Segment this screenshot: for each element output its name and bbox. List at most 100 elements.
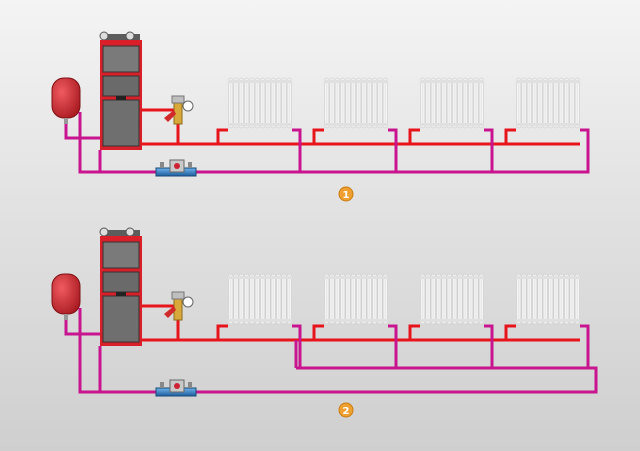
radiator-section: [436, 77, 442, 129]
scheme-number-badge: 1: [338, 186, 354, 202]
return-main-pipe: [78, 308, 598, 394]
radiator-section: [548, 273, 554, 325]
pressure-gauge-icon: [182, 100, 194, 112]
scheme-number-label: 1: [343, 190, 350, 201]
radiator-section: [340, 273, 346, 325]
radiator-section: [324, 273, 330, 325]
radiator-section: [462, 273, 468, 325]
radiator-top-header: [516, 276, 580, 279]
radiator-top-header: [420, 276, 484, 279]
return-main-pipe: [78, 112, 590, 174]
radiator-section: [526, 77, 532, 129]
radiator-supply-pipe: [216, 324, 228, 340]
radiator-section: [430, 77, 436, 129]
radiator-section: [558, 273, 564, 325]
radiator-section: [452, 77, 458, 129]
radiator-section: [478, 273, 484, 325]
radiator-supply-pipe: [504, 128, 516, 144]
radiator-section: [340, 77, 346, 129]
radiator-return-pipe: [292, 324, 302, 368]
scheme-number-badge: 2: [338, 402, 354, 418]
boiler-middle-door: [102, 271, 140, 293]
radiator-section: [425, 273, 431, 325]
radiator-icon: [516, 77, 580, 129]
expansion-tank-icon: [51, 77, 81, 124]
radiator-section: [574, 273, 580, 325]
boiler-gauge: [125, 31, 135, 41]
boiler-upper-door: [102, 241, 140, 269]
radiator-section: [366, 273, 372, 325]
radiator-section: [542, 77, 548, 129]
tank-neck: [64, 314, 68, 320]
radiator-section: [452, 273, 458, 325]
boiler-top: [106, 230, 140, 238]
radiator-supply-pipe: [312, 324, 324, 340]
radiator-section: [276, 273, 282, 325]
radiator-section: [537, 77, 543, 129]
radiator-section: [473, 273, 479, 325]
radiator-supply-pipe: [216, 128, 228, 144]
radiator-section: [382, 273, 388, 325]
radiator-return-pipe: [388, 324, 398, 368]
radiator-section: [329, 273, 335, 325]
radiator-section: [249, 273, 255, 325]
safety-group-icon: [164, 95, 194, 125]
radiator-section: [281, 77, 287, 129]
radiator-section: [270, 273, 276, 325]
radiator-section: [457, 77, 463, 129]
radiator-section: [377, 273, 383, 325]
relief-valve: [164, 306, 176, 318]
boiler-icon: [99, 227, 142, 346]
radiator-section: [521, 77, 527, 129]
radiator-section: [569, 273, 575, 325]
boiler-thermometer: [99, 31, 109, 41]
radiator-section: [372, 273, 378, 325]
radiator-section: [516, 77, 522, 129]
radiator-return-pipe: [292, 128, 302, 172]
radiator-section: [553, 273, 559, 325]
pump-valve-right: [188, 382, 192, 388]
radiator-section: [356, 77, 362, 129]
radiator-section: [537, 273, 543, 325]
radiator-section: [382, 77, 388, 129]
expansion-tank-icon: [51, 273, 81, 320]
radiator-bottom-header: [228, 319, 292, 322]
safety-group-icon: [164, 291, 194, 321]
radiator-section: [238, 273, 244, 325]
radiator-supply-pipe: [312, 128, 324, 144]
radiator-section: [334, 77, 340, 129]
boiler-middle-door: [102, 75, 140, 97]
radiator-section: [564, 273, 570, 325]
radiator-section: [233, 77, 239, 129]
radiator-icon: [324, 273, 388, 325]
radiator-icon: [228, 273, 292, 325]
tank-body: [51, 273, 81, 315]
radiator-section: [350, 273, 356, 325]
boiler-gauge: [125, 227, 135, 237]
boiler-handle: [116, 292, 126, 296]
radiator-section: [233, 273, 239, 325]
radiator-section: [254, 77, 260, 129]
radiator-section: [244, 77, 250, 129]
radiator-section: [345, 273, 351, 325]
radiator-section: [324, 77, 330, 129]
radiator-section: [420, 273, 426, 325]
heating-scheme-1: 1: [51, 31, 590, 202]
radiator-section: [532, 273, 538, 325]
radiator-top-header: [324, 276, 388, 279]
radiator-section: [446, 77, 452, 129]
radiator-section: [286, 77, 292, 129]
radiator-section: [574, 77, 580, 129]
radiator-supply-pipe: [504, 324, 516, 340]
radiator-section: [361, 77, 367, 129]
tank-body: [51, 77, 81, 119]
boiler-lower-door: [102, 295, 140, 343]
radiator-section: [569, 77, 575, 129]
radiator-section: [350, 77, 356, 129]
radiator-section: [468, 273, 474, 325]
radiator-section: [238, 77, 244, 129]
boiler-thermometer: [99, 227, 109, 237]
radiator-section: [334, 273, 340, 325]
radiator-section: [526, 273, 532, 325]
radiator-section: [478, 77, 484, 129]
